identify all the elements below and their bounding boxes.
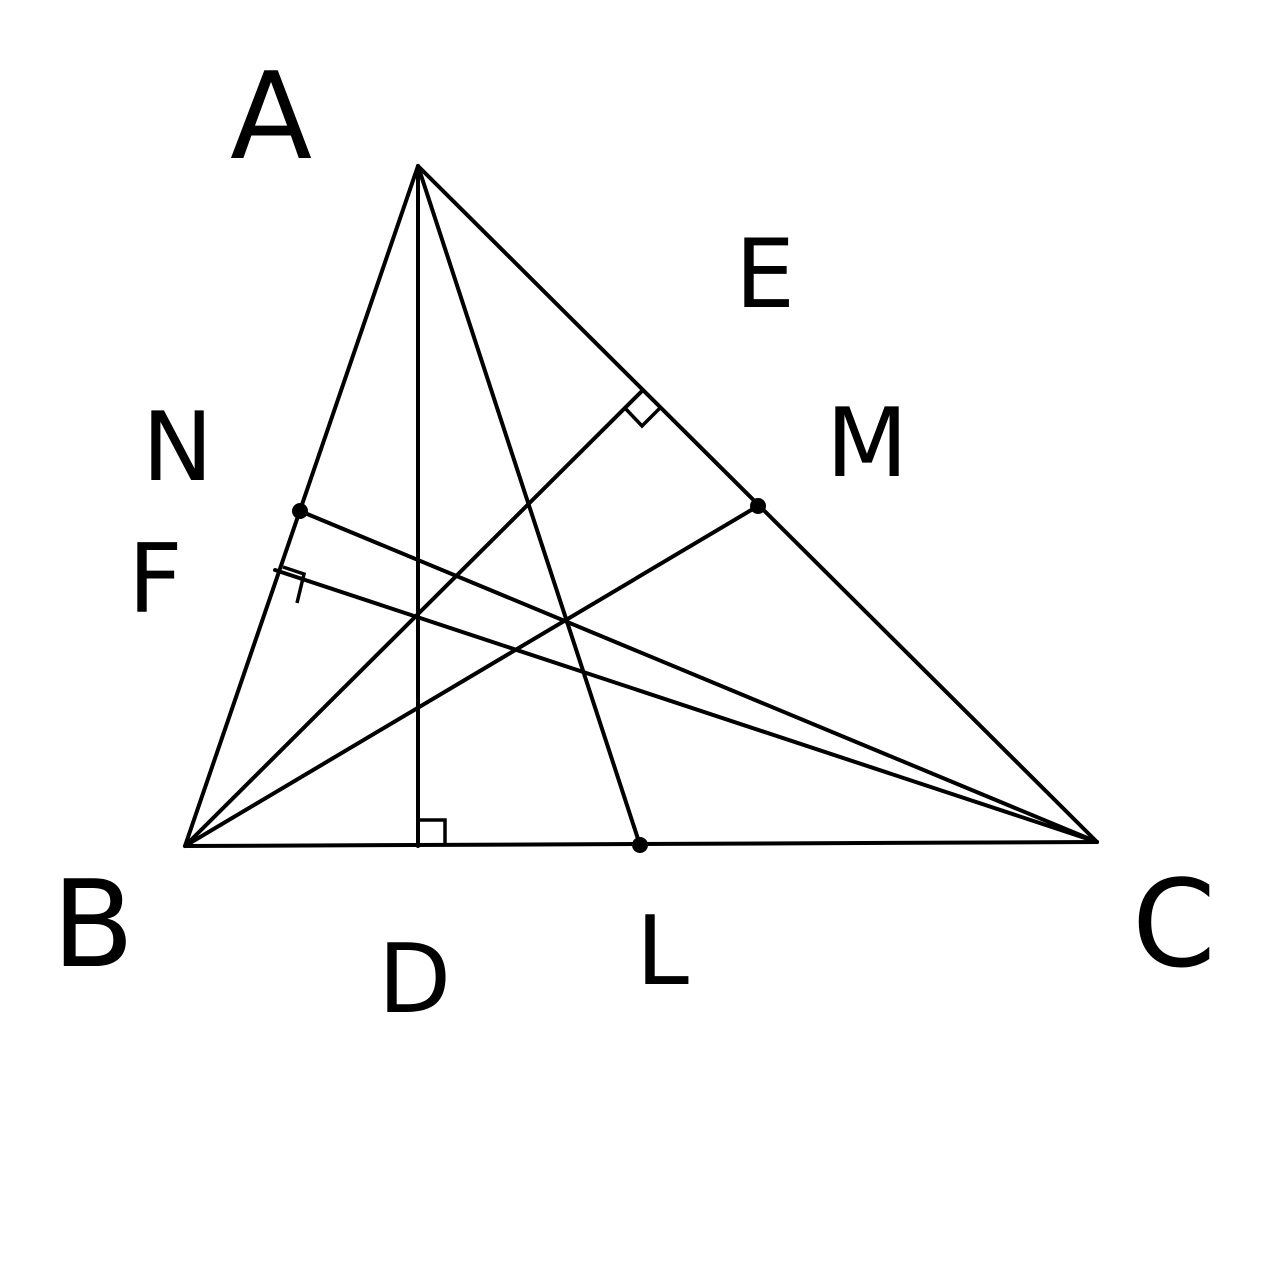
label-e: E — [735, 220, 795, 330]
point-m-dot — [750, 498, 766, 514]
label-l: L — [636, 897, 689, 1007]
point-n-dot — [292, 503, 308, 519]
median-bm — [183, 504, 760, 848]
label-b: B — [52, 856, 134, 995]
label-m: M — [826, 389, 908, 499]
median-cn — [298, 509, 1099, 844]
label-c: C — [1132, 856, 1216, 995]
altitude-cf — [273, 568, 1099, 844]
label-n: N — [142, 393, 213, 503]
label-a: A — [230, 48, 312, 187]
label-f: F — [128, 525, 183, 635]
right-angle-mark-d — [418, 818, 447, 846]
right-angle-mark-e — [623, 406, 662, 429]
point-l-dot — [632, 837, 648, 853]
label-d: D — [378, 925, 451, 1035]
right-angle-mark-f — [282, 565, 307, 604]
